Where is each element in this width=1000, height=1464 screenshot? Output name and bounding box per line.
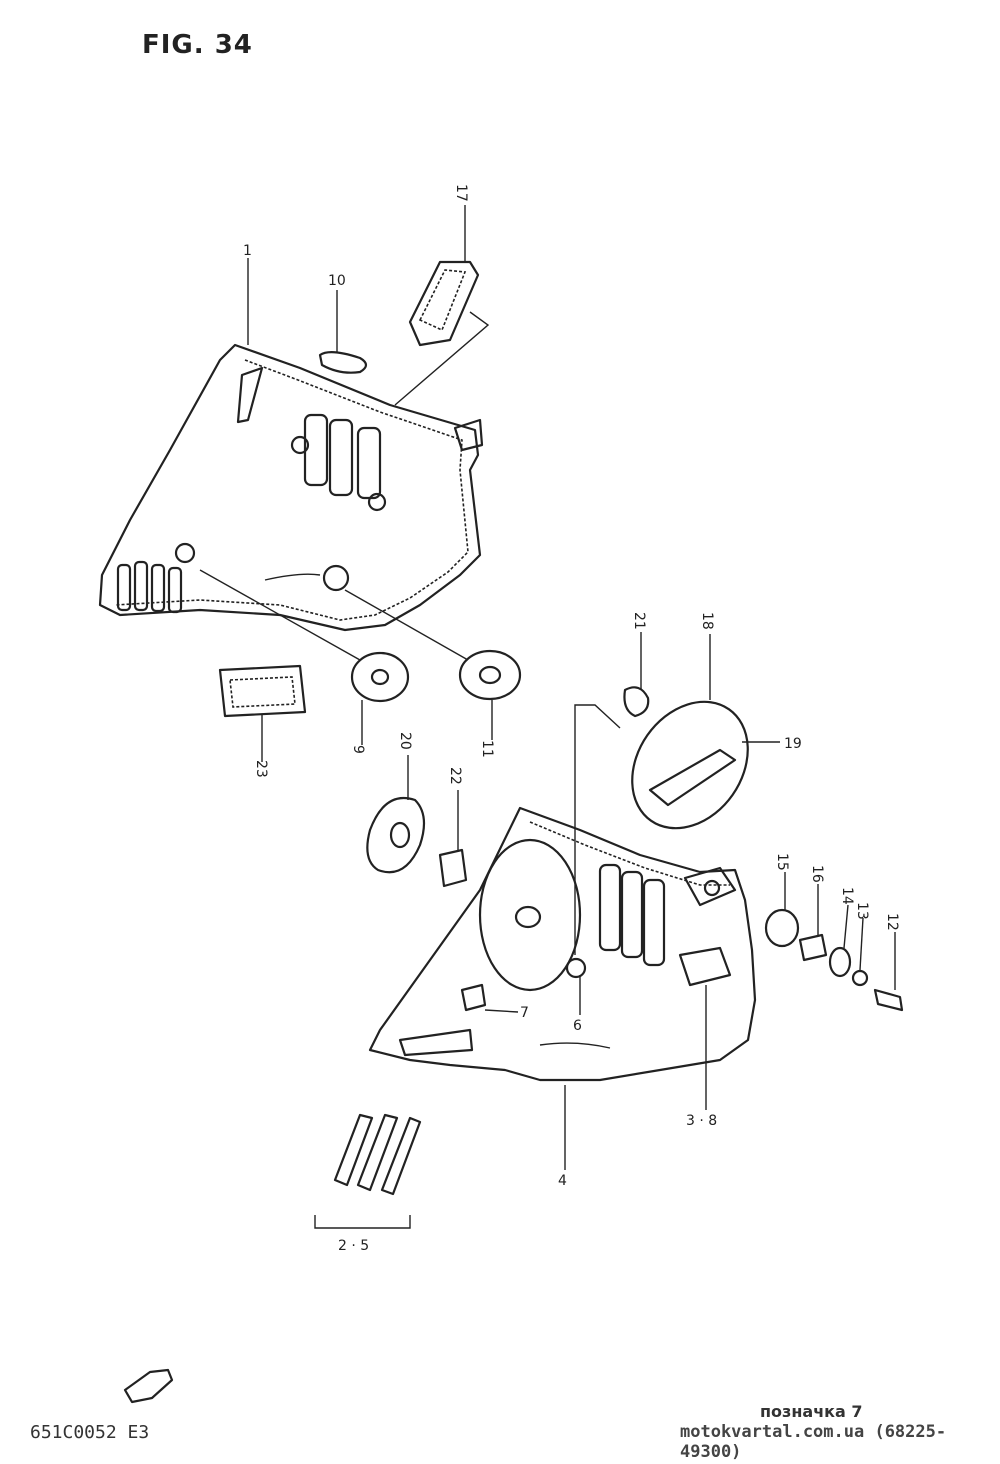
screw-part-12: [873, 988, 904, 1012]
watermark-site: motokvartal.com.ua (68225-49300): [680, 1422, 947, 1462]
callout-21: 21: [631, 612, 647, 630]
callout-2-5: 2 · 5: [338, 1238, 369, 1254]
grommet-part-22: [438, 848, 468, 888]
callout-10: 10: [328, 273, 346, 289]
callout-16: 16: [809, 865, 825, 883]
callout-23: 23: [253, 760, 269, 778]
upper-cowl-part: [98, 343, 484, 632]
leader-lines: [199, 205, 896, 1170]
washer-part-15: [764, 908, 800, 948]
figure-title: FIG. 34: [142, 30, 253, 60]
watermark-label: позначка 7: [760, 1402, 863, 1421]
callout-3-8: 3 · 8: [686, 1113, 717, 1129]
callout-19: 19: [784, 736, 802, 752]
callout-9: 9: [350, 745, 366, 754]
callout-18: 18: [699, 612, 715, 630]
callout-14: 14: [839, 887, 855, 905]
cover-part-18: [631, 700, 749, 830]
callout-11: 11: [479, 740, 495, 758]
callout-1: 1: [243, 243, 252, 259]
washer-part-14: [828, 946, 852, 978]
stripe-part-2-5: [314, 1113, 422, 1229]
callout-17: 17: [453, 184, 469, 202]
clip-part-21: [623, 686, 650, 718]
nut-part-13: [851, 969, 869, 987]
callout-20: 20: [397, 732, 413, 750]
figure-code: 651C0052 E3: [30, 1422, 150, 1443]
callout-6: 6: [573, 1018, 582, 1034]
callout-22: 22: [447, 767, 463, 785]
emblem-part-17: [408, 260, 480, 347]
lower-cowl-part: [368, 806, 757, 1082]
grommet-part-10: [318, 351, 368, 374]
cushion-part-9: [350, 651, 410, 703]
cushion-part-11: [458, 649, 522, 701]
cushion-part-20: [366, 796, 426, 874]
callout-12: 12: [884, 913, 900, 931]
label-part-23: [218, 664, 307, 718]
collar-part-16: [798, 933, 828, 962]
front-arrow-icon: [123, 1368, 174, 1404]
callout-7: 7: [520, 1005, 529, 1021]
callout-4: 4: [558, 1173, 567, 1189]
callout-15: 15: [774, 853, 790, 871]
callout-13: 13: [854, 902, 870, 920]
